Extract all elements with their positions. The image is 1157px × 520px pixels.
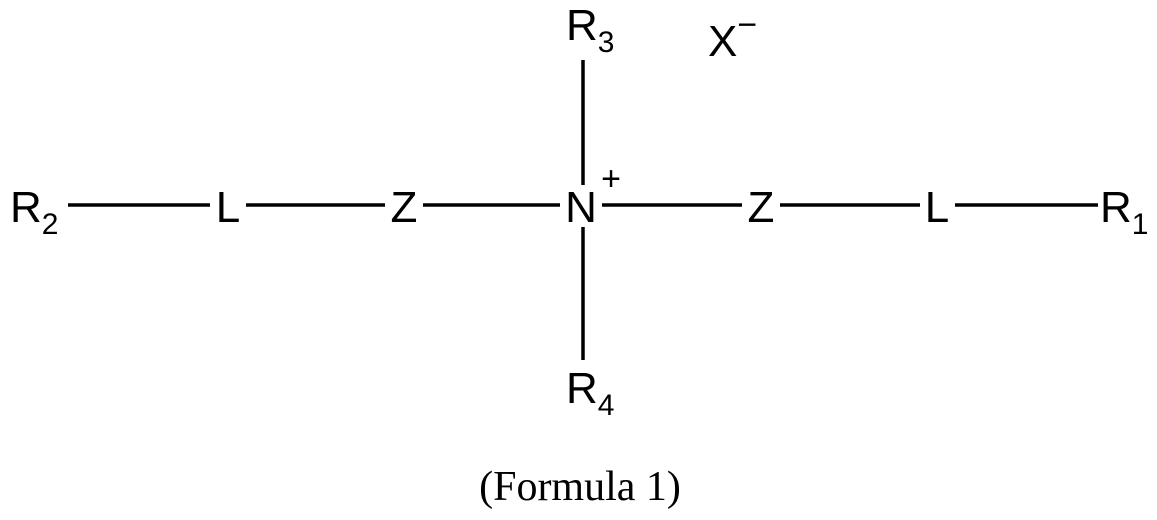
formula-caption: (Formula 1)	[479, 464, 681, 510]
right-end-group-subscript: 1	[1132, 208, 1149, 241]
right-end-group-base: R	[1100, 183, 1132, 232]
counterion: X−	[708, 6, 757, 66]
left-linker-z: Z	[391, 183, 418, 232]
center-atom: N	[565, 183, 597, 232]
left-end-group-base: R	[10, 183, 42, 232]
left-linker-l: L	[216, 183, 240, 232]
bottom-substituent-subscript: 4	[598, 389, 615, 422]
top-substituent-base: R	[566, 1, 598, 50]
left-end-group-subscript: 2	[42, 208, 59, 241]
right-linker-z: Z	[748, 183, 775, 232]
right-linker-l: L	[925, 183, 949, 232]
top-substituent: R3	[566, 1, 614, 59]
center-charge: +	[601, 160, 621, 198]
left-end-group: R2	[10, 183, 58, 241]
bottom-substituent: R4	[566, 364, 614, 422]
top-substituent-subscript: 3	[598, 26, 615, 59]
counterion-base: X	[708, 17, 737, 66]
counterion-charge: −	[737, 6, 757, 44]
right-end-group: R1	[1100, 183, 1148, 241]
bottom-substituent-base: R	[566, 364, 598, 413]
